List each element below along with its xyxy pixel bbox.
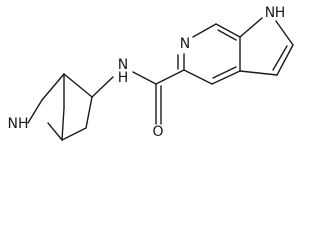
atom-nh-bicycle: NH xyxy=(8,116,29,132)
bond xyxy=(47,122,63,141)
bond xyxy=(276,44,294,76)
bond xyxy=(212,66,237,79)
bond xyxy=(91,76,114,98)
structure-canvas: NH N H O N N H xyxy=(8,5,294,141)
bond xyxy=(272,45,288,71)
bicyclic-ring xyxy=(27,73,93,141)
bond xyxy=(192,23,217,38)
atom-amide-n: N xyxy=(118,57,128,73)
atom-pyridine-n: N xyxy=(180,36,190,52)
molecule-diagram: NH N H O N N H xyxy=(8,5,294,141)
bond xyxy=(211,70,241,85)
atom-amide-h: H xyxy=(118,70,129,86)
bond xyxy=(239,17,263,38)
atom-pyrrole-n: N xyxy=(265,5,275,21)
atom-pyrrole-h: H xyxy=(275,5,286,21)
pyrrole-ring xyxy=(239,17,294,76)
pyridine-ring xyxy=(177,23,241,85)
bond xyxy=(41,73,65,101)
bond xyxy=(132,71,157,85)
bond xyxy=(63,73,93,98)
bond xyxy=(61,107,65,141)
bond xyxy=(155,69,185,85)
bond xyxy=(217,29,237,41)
atom-carbonyl-o: O xyxy=(152,124,163,140)
bond xyxy=(85,96,93,129)
bond xyxy=(183,69,213,85)
bond xyxy=(61,127,87,141)
bond xyxy=(275,20,294,46)
bond xyxy=(215,23,241,38)
bond xyxy=(27,99,43,124)
bond xyxy=(239,70,278,76)
